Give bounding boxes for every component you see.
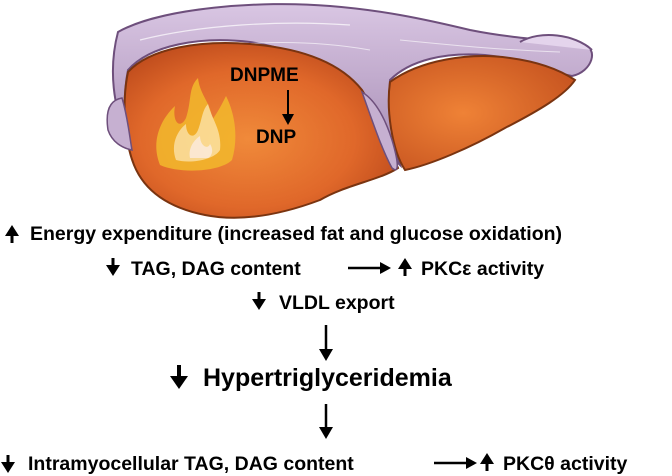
compound-dnpme: DNPME [230,65,299,86]
right-arrow-icon [434,457,477,469]
down-arrow-icon [1,455,15,473]
compound-dnp: DNP [256,127,297,148]
down-arrow-icon [319,404,333,439]
liver-left-lobe [387,55,577,172]
down-arrow-icon [319,325,333,361]
effect-vldl-export: VLDL export [279,292,395,314]
effect-pkc-theta: PKCθ activity [503,453,628,475]
effect-intramyocellular-content: Intramyocellular TAG, DAG content [28,453,354,475]
up-arrow-icon [5,225,19,243]
down-arrow-icon [106,258,120,276]
effect-hypertriglyceridemia: Hypertriglyceridemia [203,364,452,392]
effect-pkc-epsilon: PKCε activity [421,258,545,280]
up-arrow-icon [398,258,412,276]
down-arrow-icon [170,365,188,389]
conversion-arrow [282,90,294,125]
right-arrow-icon [348,262,391,274]
effect-tag-dag-content: TAG, DAG content [131,258,301,280]
down-arrow-icon [252,292,266,310]
effect-energy-expenditure: Energy expenditure (increased fat and gl… [30,223,563,245]
up-arrow-icon [480,453,494,471]
flame-icon [156,78,236,171]
